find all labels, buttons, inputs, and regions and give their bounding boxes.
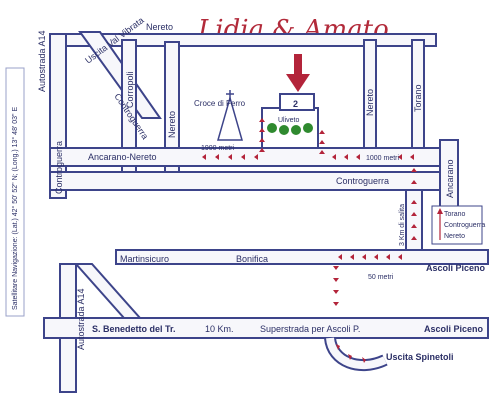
coordinates-caption: Satellitare Navigazione: (Lat.) 42° 50' … (11, 107, 19, 310)
destination-area: 2 Uliveto (261, 54, 319, 149)
uliveto-trees (267, 123, 313, 135)
destination-arrow-icon (286, 54, 310, 92)
coordinates-caption-frame: Satellitare Navigazione: (Lat.) 42° 50' … (5, 67, 25, 317)
label-controguerra-mid: Controguerra (336, 176, 389, 186)
label-1000-metri: 1000 metri (366, 155, 400, 162)
label-nereto-right: Nereto (365, 89, 375, 116)
croce-di-ferro-icon (217, 90, 243, 141)
road-superstrada (43, 317, 489, 339)
label-10-km: 10 Km. (205, 324, 234, 334)
label-croce: Croce di Ferro (194, 99, 246, 108)
destination-marker-box (279, 93, 315, 111)
label-corropoli: Corropoli (125, 71, 135, 108)
road-bonifica (115, 249, 489, 265)
sign-nereto: Nereto (444, 233, 465, 240)
label-ancarano-nereto: Ancarano-Nereto (88, 152, 157, 162)
label-ascoli-piceno-2: Ascoli Piceno (424, 324, 484, 334)
sign-controguerra: Controguerra (444, 222, 485, 229)
label-torano: Torano (413, 84, 423, 112)
label-ancarano-right: Ancarano (445, 159, 455, 198)
label-superstrada: Superstrada per Ascoli P. (260, 324, 360, 334)
road-spinetoli-loop-inner (326, 337, 387, 370)
destination-number: 2 (293, 99, 298, 109)
label-3km-salita: 3 Km di salita (399, 204, 406, 246)
direction-sign: Torano Controguerra Nereto (431, 205, 485, 245)
road-interchange-lower (73, 263, 143, 319)
label-autostrada-top: Autostrada A14 (37, 30, 47, 92)
label-s-benedetto: S. Benedetto del Tr. (92, 324, 176, 334)
road-network (43, 31, 489, 393)
uliveto-label: Uliveto (278, 117, 300, 124)
label-bonifica: Bonifica (236, 254, 268, 264)
route-dots (202, 118, 417, 363)
label-controguerra-left: Controguerra (54, 141, 64, 194)
label-nereto-top: Nereto (146, 22, 173, 32)
road-3km-climb (405, 189, 423, 257)
label-martinsicuro: Martinsicuro (120, 254, 169, 264)
label-autostrada-bottom: Autostrada A14 (76, 288, 86, 350)
label-1900-metri: 1900 metri (201, 145, 235, 152)
label-nereto-vertical: Nereto (167, 111, 177, 138)
label-ascoli-piceno-1: Ascoli Piceno (426, 263, 486, 273)
label-50-metri: 50 metri (368, 274, 394, 281)
sign-torano: Torano (444, 211, 466, 218)
label-uscita-spinetoli: Uscita Spinetoli (386, 352, 454, 362)
